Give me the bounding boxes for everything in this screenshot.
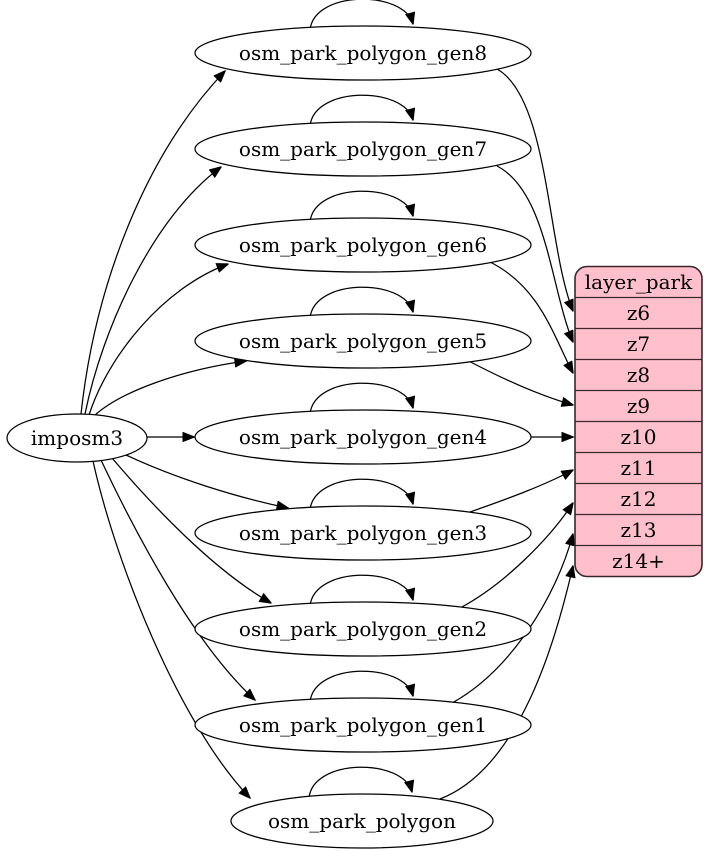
node-layer_park: layer_park z6 z7 z8 z9 z10 z11 z12 z13 z14+ [574,265,703,578]
node-shape-imposm3 [6,413,148,463]
node-shape-osm_park_polygon_gen4 [194,409,532,465]
self-loop-osm_park_polygon_gen4 [309,382,413,415]
record-row-z13: z13 [621,518,657,542]
self-loop-osm_park_polygon_gen1 [309,670,413,703]
node-shape-osm_park_polygon_gen6 [194,217,532,273]
nodes-layer: imposm3 osm_park_polygon_gen8 osm_park_pol… [6,25,532,849]
node-label-osm_park_polygon_gen5: osm_park_polygon_gen5 [239,329,487,353]
node-shape-osm_park_polygon_gen8 [194,25,532,81]
edge-imposm3-to-osm_park_polygon_gen1 [100,459,255,700]
node-osm_park_polygon_gen5: osm_park_polygon_gen5 [194,313,532,369]
node-shape-osm_park_polygon_gen5 [194,313,532,369]
edge-imposm3-to-osm_park_polygon_gen3 [125,454,288,508]
record-row-z9: z9 [627,394,650,418]
edge-osm_park_polygon_gen8-to-layer_park-z6 [496,68,573,311]
self-loop-osm_park_polygon_gen3 [309,478,413,511]
node-label-osm_park_polygon_gen7: osm_park_polygon_gen7 [239,137,487,161]
edge-imposm3-to-osm_park_polygon_gen2 [111,457,271,603]
edge-imposm3-to-osm_park_polygon_gen7 [84,167,221,415]
node-imposm3: imposm3 [6,413,148,463]
node-osm_park_polygon_gen1: osm_park_polygon_gen1 [194,697,532,753]
edge-imposm3-to-osm_park_polygon_gen5 [93,361,246,417]
edge-osm_park_polygon_gen5-to-layer_park-z9 [462,357,573,405]
self-loop-osm_park_polygon_gen2 [309,574,413,607]
node-label-osm_park_polygon: osm_park_polygon [268,809,456,833]
node-shape-osm_park_polygon [230,793,494,849]
record-title-layer_park: layer_park [585,270,693,294]
edge-osm_park_polygon_gen2-to-layer_park-z12 [459,503,573,609]
node-shape-osm_park_polygon_gen7 [194,121,532,177]
record-row-z6: z6 [627,301,650,325]
self-loop-osm_park_polygon_gen5 [309,286,413,319]
record-row-z12: z12 [621,487,657,511]
node-osm_park_polygon_gen2: osm_park_polygon_gen2 [194,601,532,657]
edge-osm_park_polygon-to-layer_park-z14+ [439,566,573,800]
node-label-osm_park_polygon_gen8: osm_park_polygon_gen8 [239,41,487,65]
node-label-imposm3: imposm3 [31,426,123,450]
node-label-osm_park_polygon_gen1: osm_park_polygon_gen1 [239,713,487,737]
record-row-z10: z10 [621,425,657,449]
node-label-osm_park_polygon_gen2: osm_park_polygon_gen2 [239,617,487,641]
node-shape-osm_park_polygon_gen1 [194,697,532,753]
node-shape-osm_park_polygon_gen2 [194,601,532,657]
node-osm_park_polygon: osm_park_polygon [230,793,494,849]
edge-imposm3-to-osm_park_polygon [92,460,250,798]
edge-osm_park_polygon_gen7-to-layer_park-z7 [496,165,573,342]
node-label-osm_park_polygon_gen4: osm_park_polygon_gen4 [239,425,487,449]
self-loop-osm_park_polygon_gen6 [309,190,413,223]
record-row-z14+: z14+ [612,549,665,573]
node-osm_park_polygon_gen8: osm_park_polygon_gen8 [194,25,532,81]
self-loop-osm_park_polygon_gen8 [309,0,413,31]
edge-osm_park_polygon_gen3-to-layer_park-z11 [469,470,573,513]
node-osm_park_polygon_gen6: osm_park_polygon_gen6 [194,217,532,273]
self-loop-osm_park_polygon [308,766,412,799]
record-row-z8: z8 [627,363,650,387]
record-row-z11: z11 [621,456,657,480]
node-osm_park_polygon_gen3: osm_park_polygon_gen3 [194,505,532,561]
node-osm_park_polygon_gen7: osm_park_polygon_gen7 [194,121,532,177]
node-shape-osm_park_polygon_gen3 [194,505,532,561]
edge-imposm3-to-osm_park_polygon_gen8 [80,71,225,415]
node-osm_park_polygon_gen4: osm_park_polygon_gen4 [194,409,532,465]
self-loop-osm_park_polygon_gen7 [309,94,413,127]
node-label-osm_park_polygon_gen3: osm_park_polygon_gen3 [239,521,487,545]
node-label-osm_park_polygon_gen6: osm_park_polygon_gen6 [239,233,487,257]
edges-layer [80,0,573,800]
edge-osm_park_polygon_gen6-to-layer_park-z8 [489,261,573,373]
record-layer: layer_park z6 z7 z8 z9 z10 z11 z12 z13 z14+ [574,265,703,578]
edge-imposm3-to-osm_park_polygon_gen6 [88,264,228,416]
record-row-z7: z7 [627,332,650,356]
